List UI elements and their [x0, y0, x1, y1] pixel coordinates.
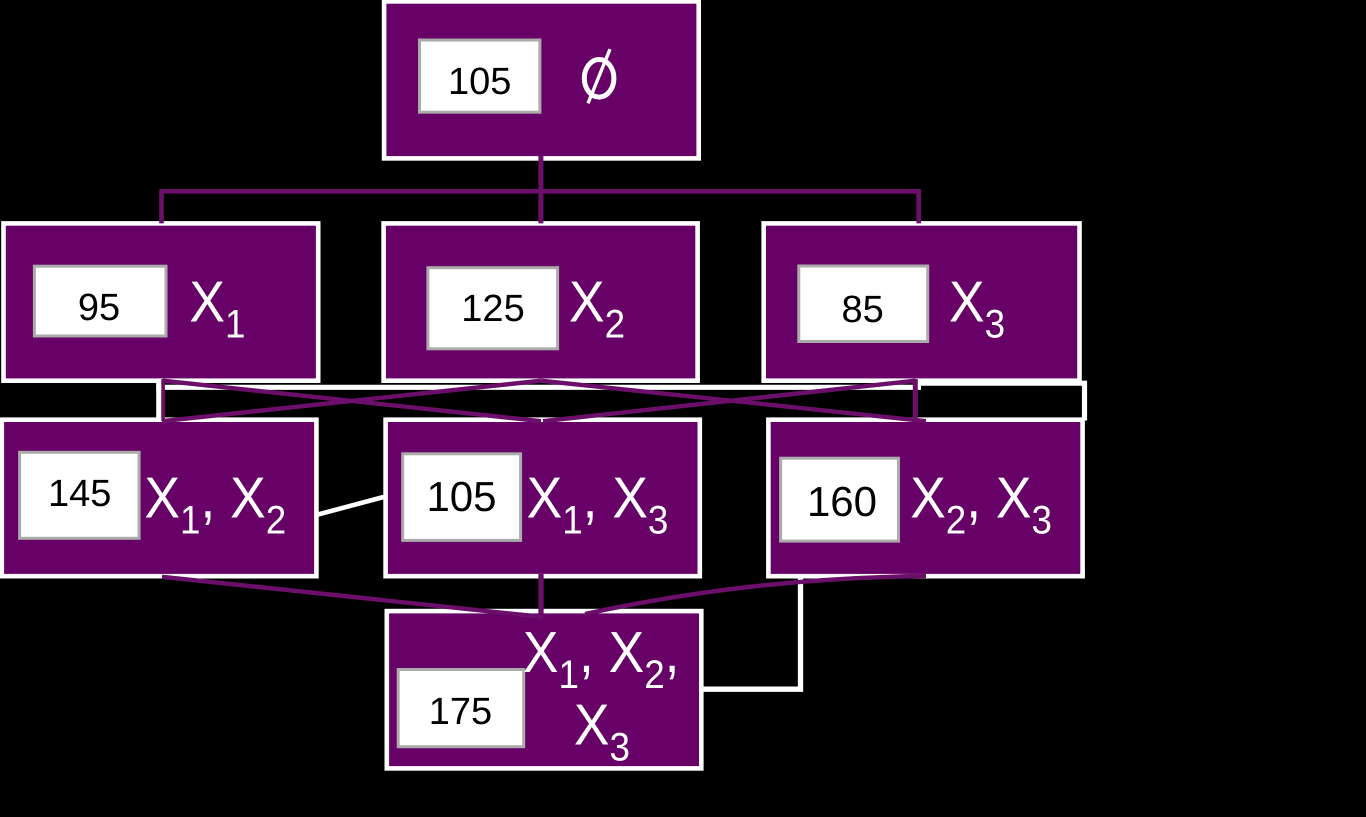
svg-text:X1, X2: X1, X2: [144, 466, 286, 543]
svg-text:85: 85: [841, 289, 883, 331]
svg-text:160: 160: [807, 478, 877, 525]
svg-text:145: 145: [48, 473, 111, 515]
svg-text:175: 175: [429, 691, 492, 733]
svg-text:X2, X3: X2, X3: [910, 466, 1052, 543]
svg-text:125: 125: [461, 288, 524, 330]
svg-text:105: 105: [448, 61, 511, 103]
svg-text:95: 95: [78, 287, 120, 329]
svg-text:105: 105: [426, 473, 496, 520]
svg-text:X1, X3: X1, X3: [527, 466, 669, 543]
